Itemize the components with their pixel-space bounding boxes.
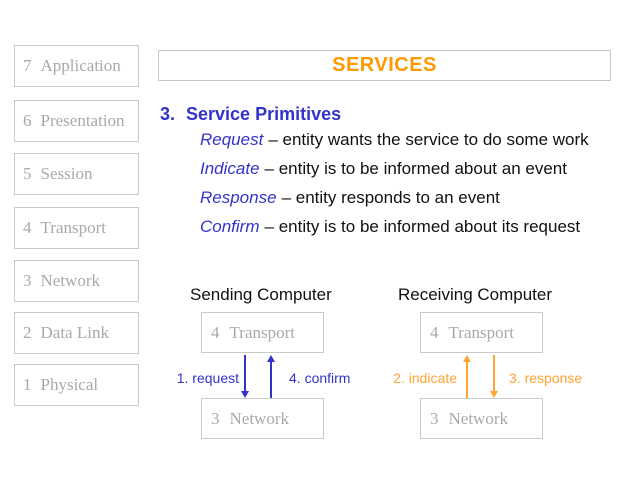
layer-number: 3 [23,271,32,290]
layer-name: Network [448,408,508,428]
layer-name: Data Link [40,323,109,342]
primitive-item-confirm: Confirm– entity is to be informed about … [200,215,614,239]
layer-number: 2 [23,323,32,342]
primitive-item-response: Response– entity responds to an event [200,186,614,210]
layer-name: Physical [40,375,99,394]
layer-number: 5 [23,164,32,183]
osi-layer-5-session: 5 Session [14,153,139,195]
layer-name: Network [40,271,100,290]
sending-network-box: 3 Network [201,398,324,439]
primitive-desc: – entity is to be informed about its req… [264,217,581,236]
response-down-arrow [490,355,498,398]
primitive-term: Confirm [200,217,260,236]
sending-computer-label: Sending Computer [190,285,332,304]
osi-layer-3-network: 3 Network [14,260,139,302]
receiving-network-box: 3 Network [420,398,543,439]
primitive-term: Response [200,188,277,207]
layer-name: Presentation [40,111,125,130]
layer-name: Session [40,164,93,183]
request-arrow-label: 1. request [176,370,239,386]
heading-text: Service Primitives [186,104,342,124]
layer-number: 4 [23,218,32,237]
receiving-computer-label: Receiving Computer [398,285,553,304]
osi-layer-2-data-link: 2 Data Link [14,312,139,354]
osi-layer-6-presentation: 6 Presentation [14,100,139,142]
receiving-transport-box: 4 Transport [420,312,543,353]
layer-name: Application [40,56,121,75]
layer-number: 3 [430,408,439,428]
layer-number: 4 [430,322,439,342]
indicate-up-arrow [463,355,471,398]
heading-number: 3. [160,104,176,124]
primitive-desc: – entity wants the service to do some wo… [268,130,589,149]
layer-number: 3 [211,408,220,428]
primitive-item-indicate: Indicate– entity is to be informed about… [200,157,614,181]
request-down-arrow [241,355,249,398]
response-arrow-label: 3. response [509,370,583,386]
slide-title: SERVICES [332,54,437,76]
layer-name: Transport [229,322,296,342]
layer-name: Transport [40,218,107,237]
layer-number: 4 [211,322,220,342]
primitives-list: Request– entity wants the service to do … [200,128,614,244]
layer-name: Transport [448,322,515,342]
confirm-arrow-label: 4. confirm [289,370,351,386]
osi-layer-7-application: 7 Application [14,45,139,87]
primitive-term: Indicate [200,159,260,178]
slide-title-box: SERVICES [158,50,611,81]
primitive-term: Request [200,130,264,149]
primitive-desc: – entity is to be informed about an even… [264,159,567,178]
confirm-up-arrow [267,355,275,398]
primitive-desc: – entity responds to an event [281,188,500,207]
layer-number: 7 [23,56,32,75]
layer-number: 6 [23,111,32,130]
osi-layer-1-physical: 1 Physical [14,364,139,406]
sending-transport-box: 4 Transport [201,312,324,353]
primitive-item-request: Request– entity wants the service to do … [200,128,614,152]
section-heading: 3. Service Primitives [160,104,341,125]
osi-layer-4-transport: 4 Transport [14,207,139,249]
layer-name: Network [229,408,289,428]
layer-number: 1 [23,375,32,394]
indicate-arrow-label: 2. indicate [393,370,457,386]
